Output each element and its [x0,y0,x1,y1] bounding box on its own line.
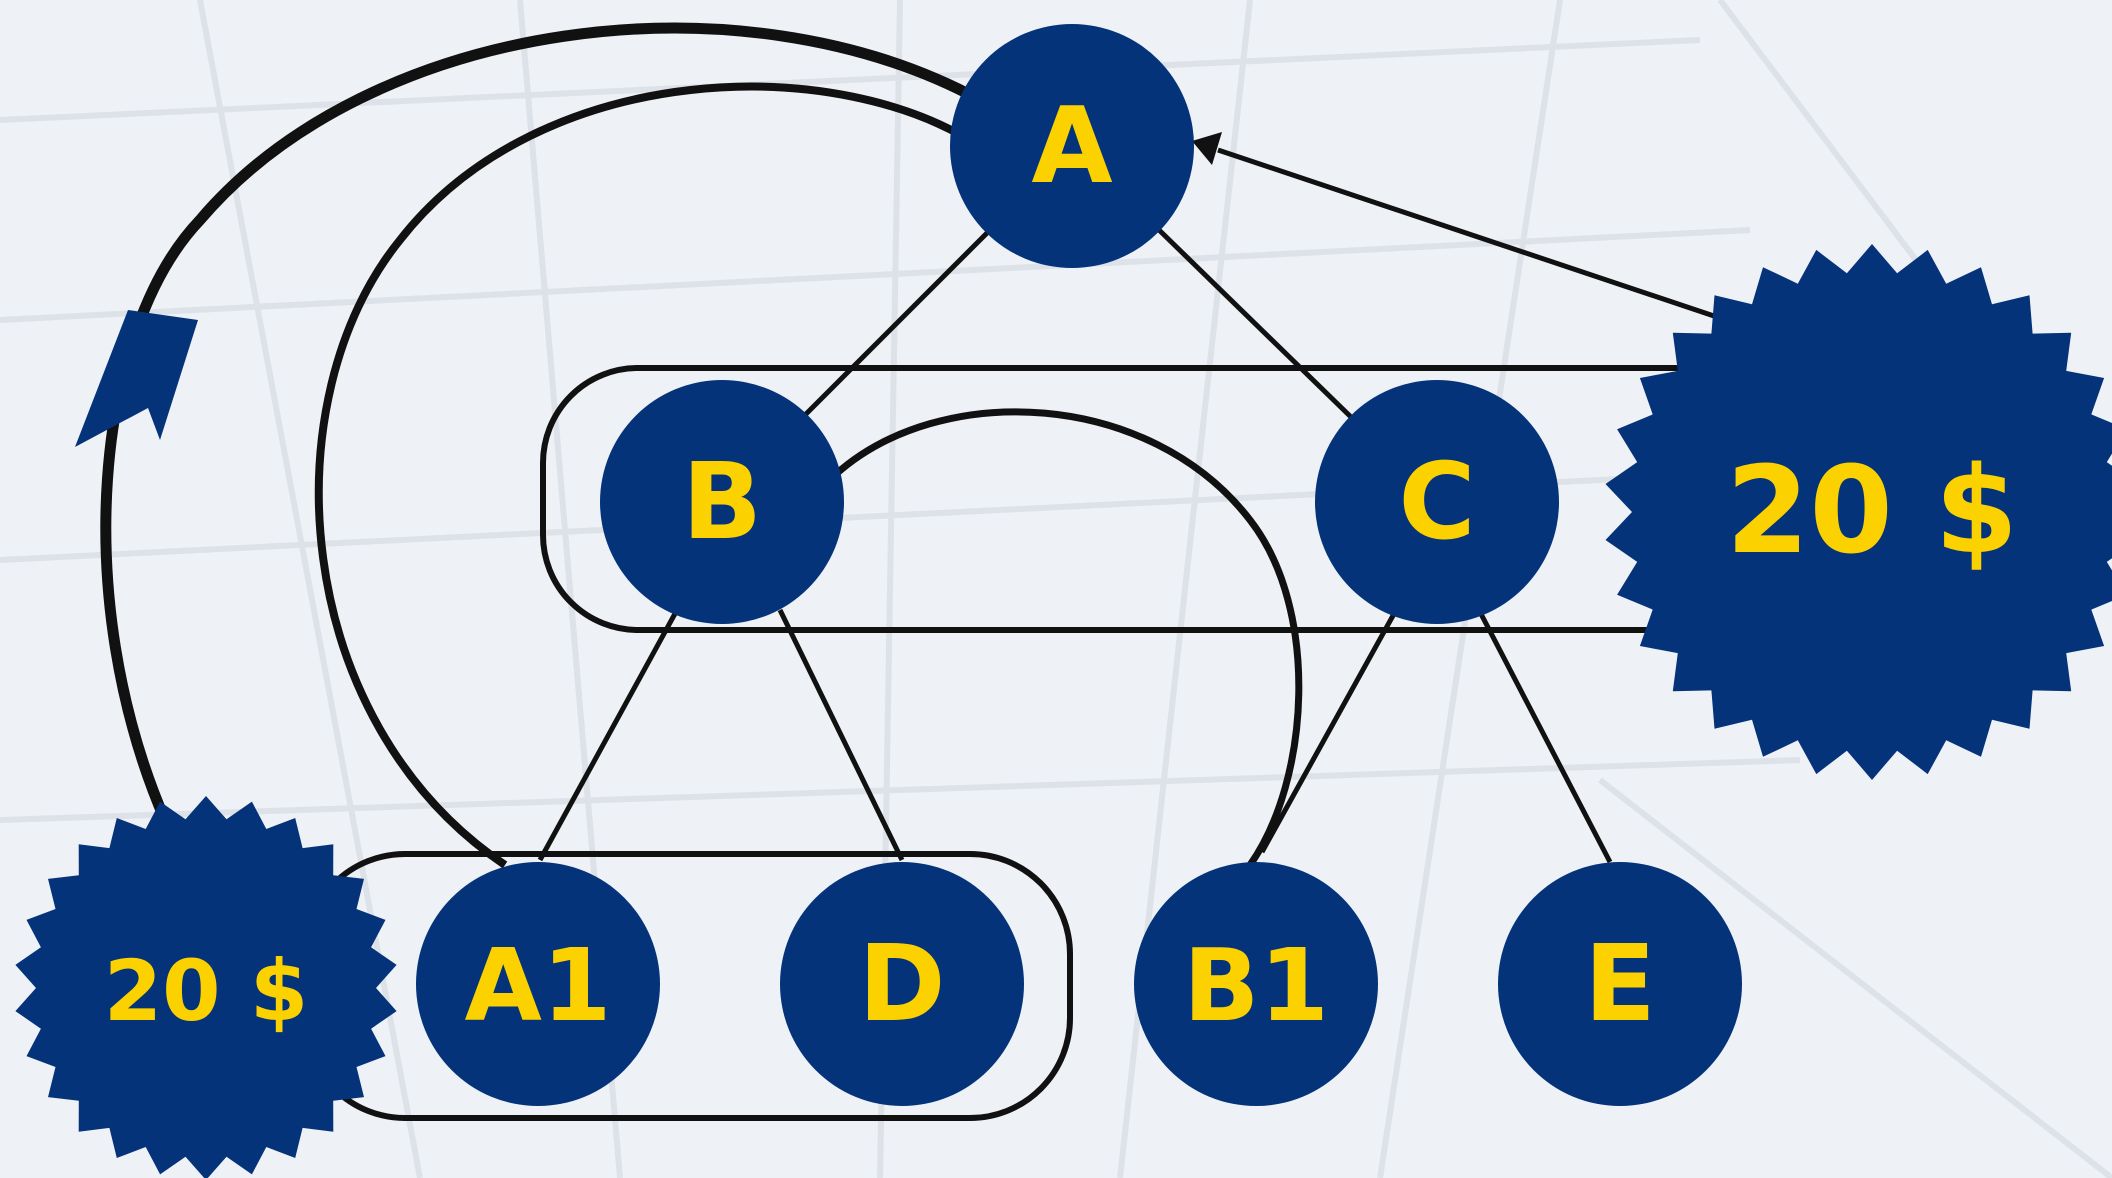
edge-b-d [777,608,905,862]
b-to-b1-arc [832,408,1303,868]
edge-a-c [1155,226,1354,420]
node-d: D [780,862,1024,1106]
arrow-head-icon [75,310,198,447]
node-e-label: E [1584,923,1656,1045]
node-c-label: C [1398,441,1475,563]
tree-edges [537,226,1613,864]
starburst-icon [1605,244,2112,780]
node-a: A [950,24,1194,268]
node-a-label: A [1031,85,1112,207]
node-c: C [1315,380,1559,624]
badge-left: 20 $ [15,796,397,1178]
node-b-label: B [682,441,762,563]
node-b1-label: B1 [1183,927,1329,1044]
badge-right-label: 20 $ [1726,442,2018,581]
starburst-icon [15,796,397,1178]
arrow-tip-icon [1192,132,1222,165]
node-b1: B1 [1134,862,1378,1106]
node-b: B [600,380,844,624]
edge-b-a1 [537,608,680,862]
edge-a-b [798,228,992,422]
node-a1-label: A1 [465,927,612,1044]
badge-left-label: 20 $ [104,942,309,1040]
inner-arc [314,82,988,869]
edge-c-b1 [1259,610,1398,854]
badge-to-a-arrow [1217,147,1721,321]
node-e: E [1498,862,1742,1106]
outer-arrow-arc [100,22,983,823]
node-d-label: D [858,923,945,1045]
badge-right: 20 $ [1605,244,2112,780]
node-a1: A1 [416,862,660,1106]
edge-c-e [1477,610,1613,864]
